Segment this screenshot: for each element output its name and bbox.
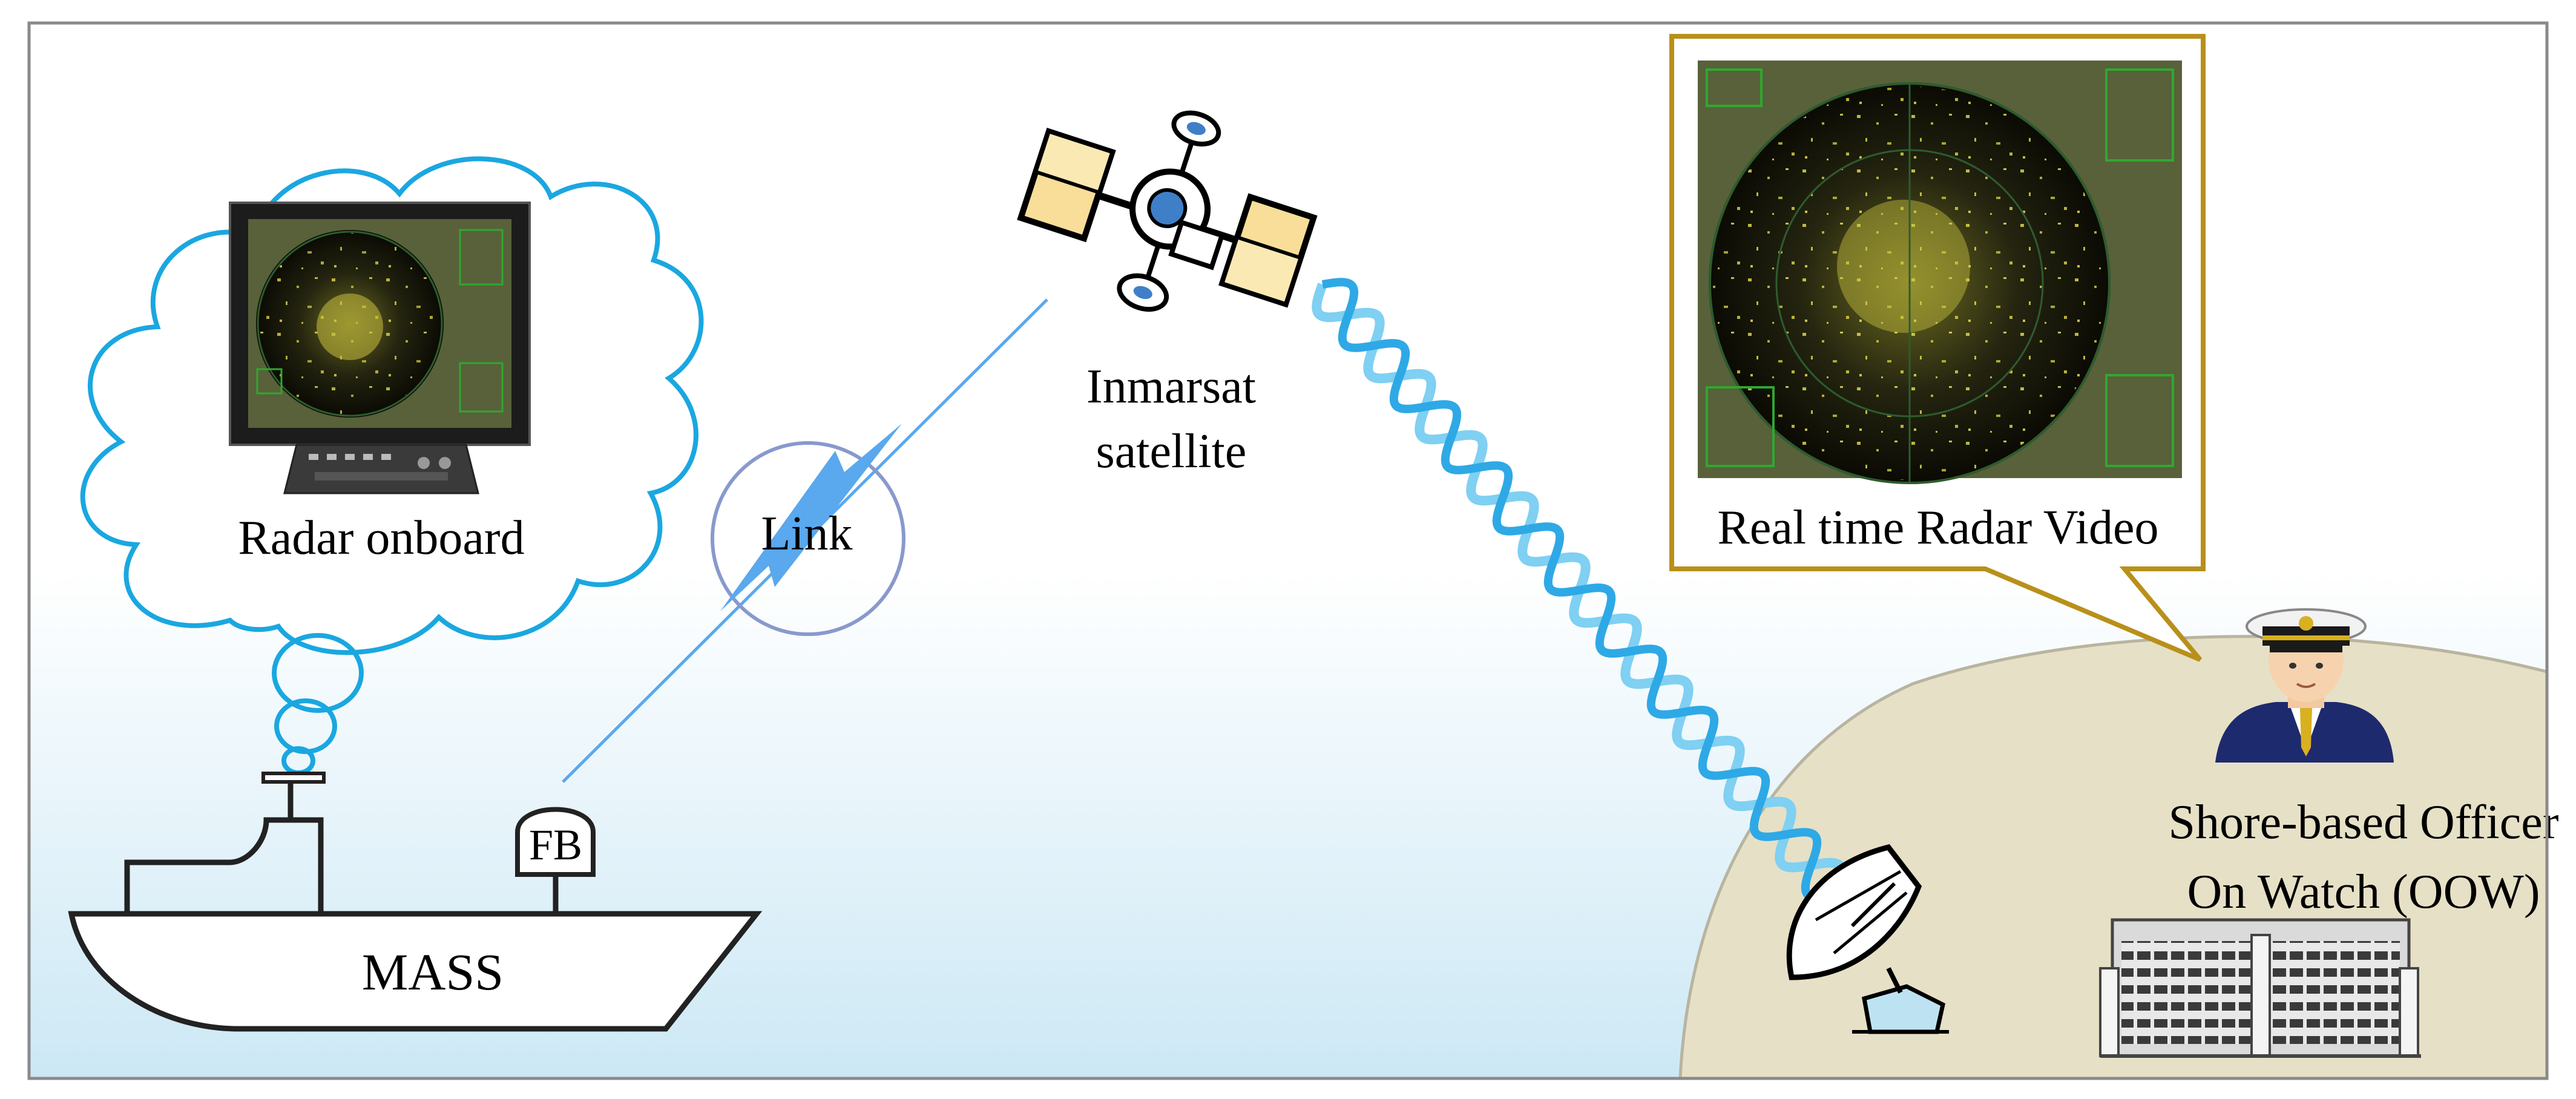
radar-onboard-cloud: Radar onboard xyxy=(80,156,704,775)
satellite-icon: Inmarsat satellite xyxy=(1017,110,1318,478)
wave-strand-front xyxy=(1321,278,1838,902)
satellite-label-line2: satellite xyxy=(1096,425,1247,478)
link-label: Link xyxy=(761,507,852,560)
link-bolt xyxy=(720,424,902,611)
radar-video-callout: Real time Radar Video xyxy=(1669,34,2206,662)
radar-monitor-icon xyxy=(229,202,531,494)
radar-video-screen xyxy=(1698,61,2182,484)
thought-bubble-large xyxy=(272,633,364,713)
ship-icon: FB MASS xyxy=(68,772,763,1032)
link-beam: Link xyxy=(562,298,1048,783)
fb-antenna-dome xyxy=(515,807,596,877)
officer-label-line1: Shore-based Officer xyxy=(2169,796,2559,849)
officer-icon xyxy=(2215,608,2394,763)
diagram-frame xyxy=(27,21,2549,1080)
officer-label-line2: On Watch (OOW) xyxy=(2187,865,2540,919)
satellite-label-line1: Inmarsat xyxy=(1086,360,1256,413)
ship-hull xyxy=(68,911,763,1032)
radar-onboard-label: Radar onboard xyxy=(238,511,524,565)
satellite-dish-icon xyxy=(1786,844,1949,1034)
fb-label: FB xyxy=(529,821,582,869)
mass-label: MASS xyxy=(362,943,504,1001)
downlink-wave xyxy=(1312,278,1848,902)
building-icon xyxy=(2099,918,2421,1058)
link-circle xyxy=(711,441,905,636)
radar-video-label: Real time Radar Video xyxy=(1717,501,2158,554)
ship-bridge xyxy=(124,817,324,914)
